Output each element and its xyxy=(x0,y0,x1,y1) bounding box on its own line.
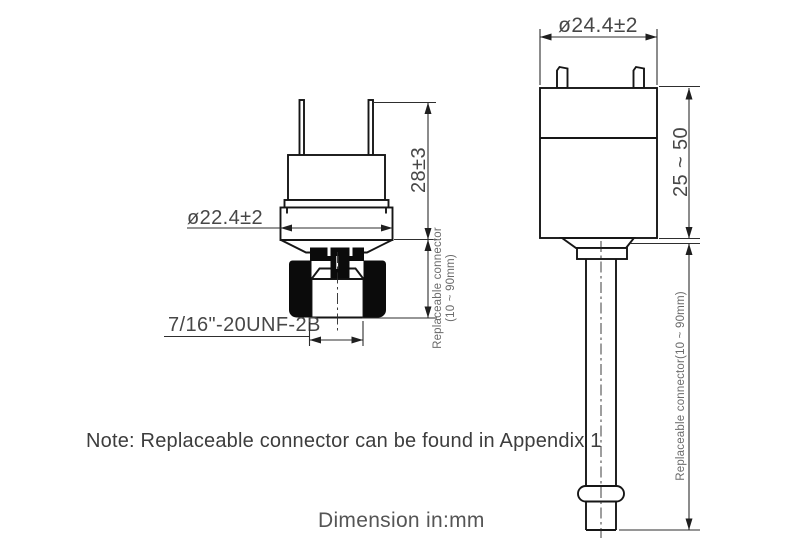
left-switch-flange xyxy=(283,199,390,209)
right-view-dimensions: ø24.4±2 25 ~ 50 Replaceable connector(10… xyxy=(539,14,700,531)
left-terminal-pin-left xyxy=(298,99,305,157)
right-connector-label: Replaceable connector(10 ~ 90mm) xyxy=(675,291,687,481)
left-connector-label-line2: (10 ~ 90mm) xyxy=(445,254,457,322)
right-switch-shoulder xyxy=(559,237,636,249)
left-height-label: 28±3 xyxy=(408,147,430,193)
right-diameter-label: ø24.4±2 xyxy=(558,14,638,37)
right-switch-body xyxy=(539,87,658,239)
right-terminal-pin-right xyxy=(632,65,645,89)
right-height-range-label: 25 ~ 50 xyxy=(670,127,692,197)
left-connector-clip-right xyxy=(363,260,386,318)
left-terminal-pin-right xyxy=(367,99,374,157)
unit-label: Dimension in:mm xyxy=(318,509,485,532)
left-switch-body xyxy=(287,154,386,201)
left-view-dimensions: ø22.4±2 28±3 Replaceable connector (10 ~… xyxy=(164,101,457,349)
right-view-switch xyxy=(539,65,658,538)
left-diameter-label: ø22.4±2 xyxy=(187,207,263,229)
right-terminal-pin-left xyxy=(556,65,569,89)
left-switch-shoulder xyxy=(280,239,393,254)
left-connector-label-line1: Replaceable connector xyxy=(432,227,444,349)
left-connector-center-tab xyxy=(330,247,350,279)
right-hex-nut xyxy=(576,247,628,260)
left-connector-notch-right xyxy=(349,247,353,256)
left-connector-clip-left xyxy=(289,260,312,318)
note-text: Note: Replaceable connector can be found… xyxy=(86,430,602,452)
left-thread-label: 7/16"-20UNF-2B xyxy=(168,314,321,336)
left-view-switch xyxy=(279,99,394,332)
left-connector-notch-left xyxy=(327,247,331,256)
left-switch-band xyxy=(279,206,394,241)
